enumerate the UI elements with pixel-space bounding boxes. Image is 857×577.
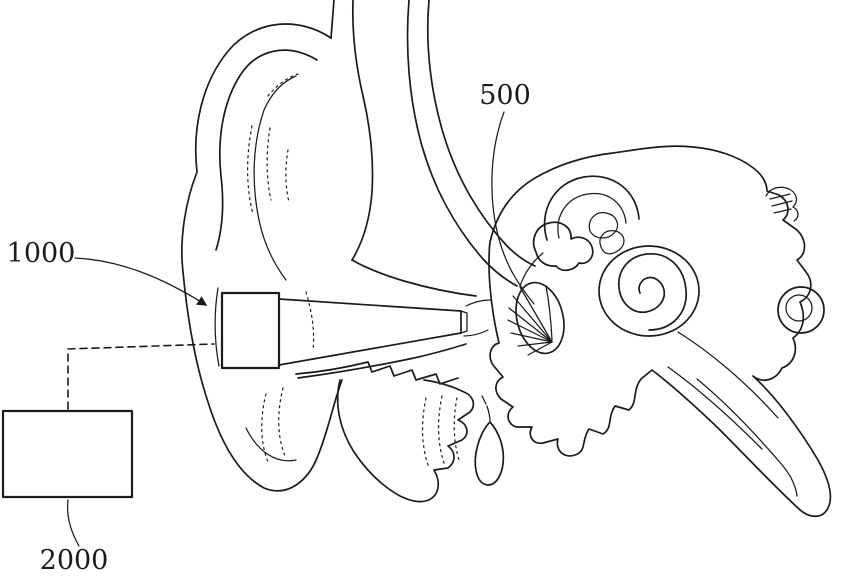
bone-nub [765,186,799,222]
ear-canal [297,259,491,379]
mastoid-jags [336,379,475,503]
callout-1000-label: 1000 [7,238,76,269]
pinna-outline [181,23,343,492]
temporal-bone [488,145,832,518]
eardrum [515,281,565,355]
callout-2000: 2000 [40,499,109,576]
callout-1000-leader [74,257,208,306]
malleus-handle [545,285,553,341]
in-canal-device [220,291,468,370]
external-unit-box [1,409,134,499]
helix-inner-line [215,49,318,251]
ossicles [532,221,594,272]
incus [588,212,619,239]
scalp-section-lines [330,0,536,287]
callout-500: 500 [479,80,535,305]
inner-ear [543,175,825,337]
jagged-line-under-canal [295,361,459,385]
device-horn [278,298,462,366]
internal-meatus-outer [777,286,825,334]
antihelix-fold [253,75,297,281]
callout-500-leader [491,111,535,305]
styloid-teardrop [474,421,505,486]
middle-ear [507,212,619,356]
petrous-inner-line-2 [667,366,763,450]
pinna [181,23,343,492]
callout-500-label: 500 [479,80,531,111]
canal-lower-wall [297,343,467,379]
cochlea-spiral [618,253,687,331]
semicircular-canal-inner [557,192,627,239]
device-body [220,291,281,370]
petrous-ridge-line [677,331,779,419]
callout-2000-label: 2000 [40,545,109,576]
internal-meatus-inner [785,294,813,322]
callout-2000-leader [66,499,80,547]
semicircular-canal-outer [543,175,640,241]
temporal-bone-outline [488,145,832,518]
callout-1000: 1000 [7,238,208,306]
petrous-inner-line-1 [696,378,798,497]
eardrum-hatching [507,286,553,356]
device-tip [460,310,468,334]
connection-dashed-line [67,343,215,410]
mastoid-region [295,361,505,503]
canal-upper-wall [351,259,477,297]
cochlea-outline [598,245,700,337]
